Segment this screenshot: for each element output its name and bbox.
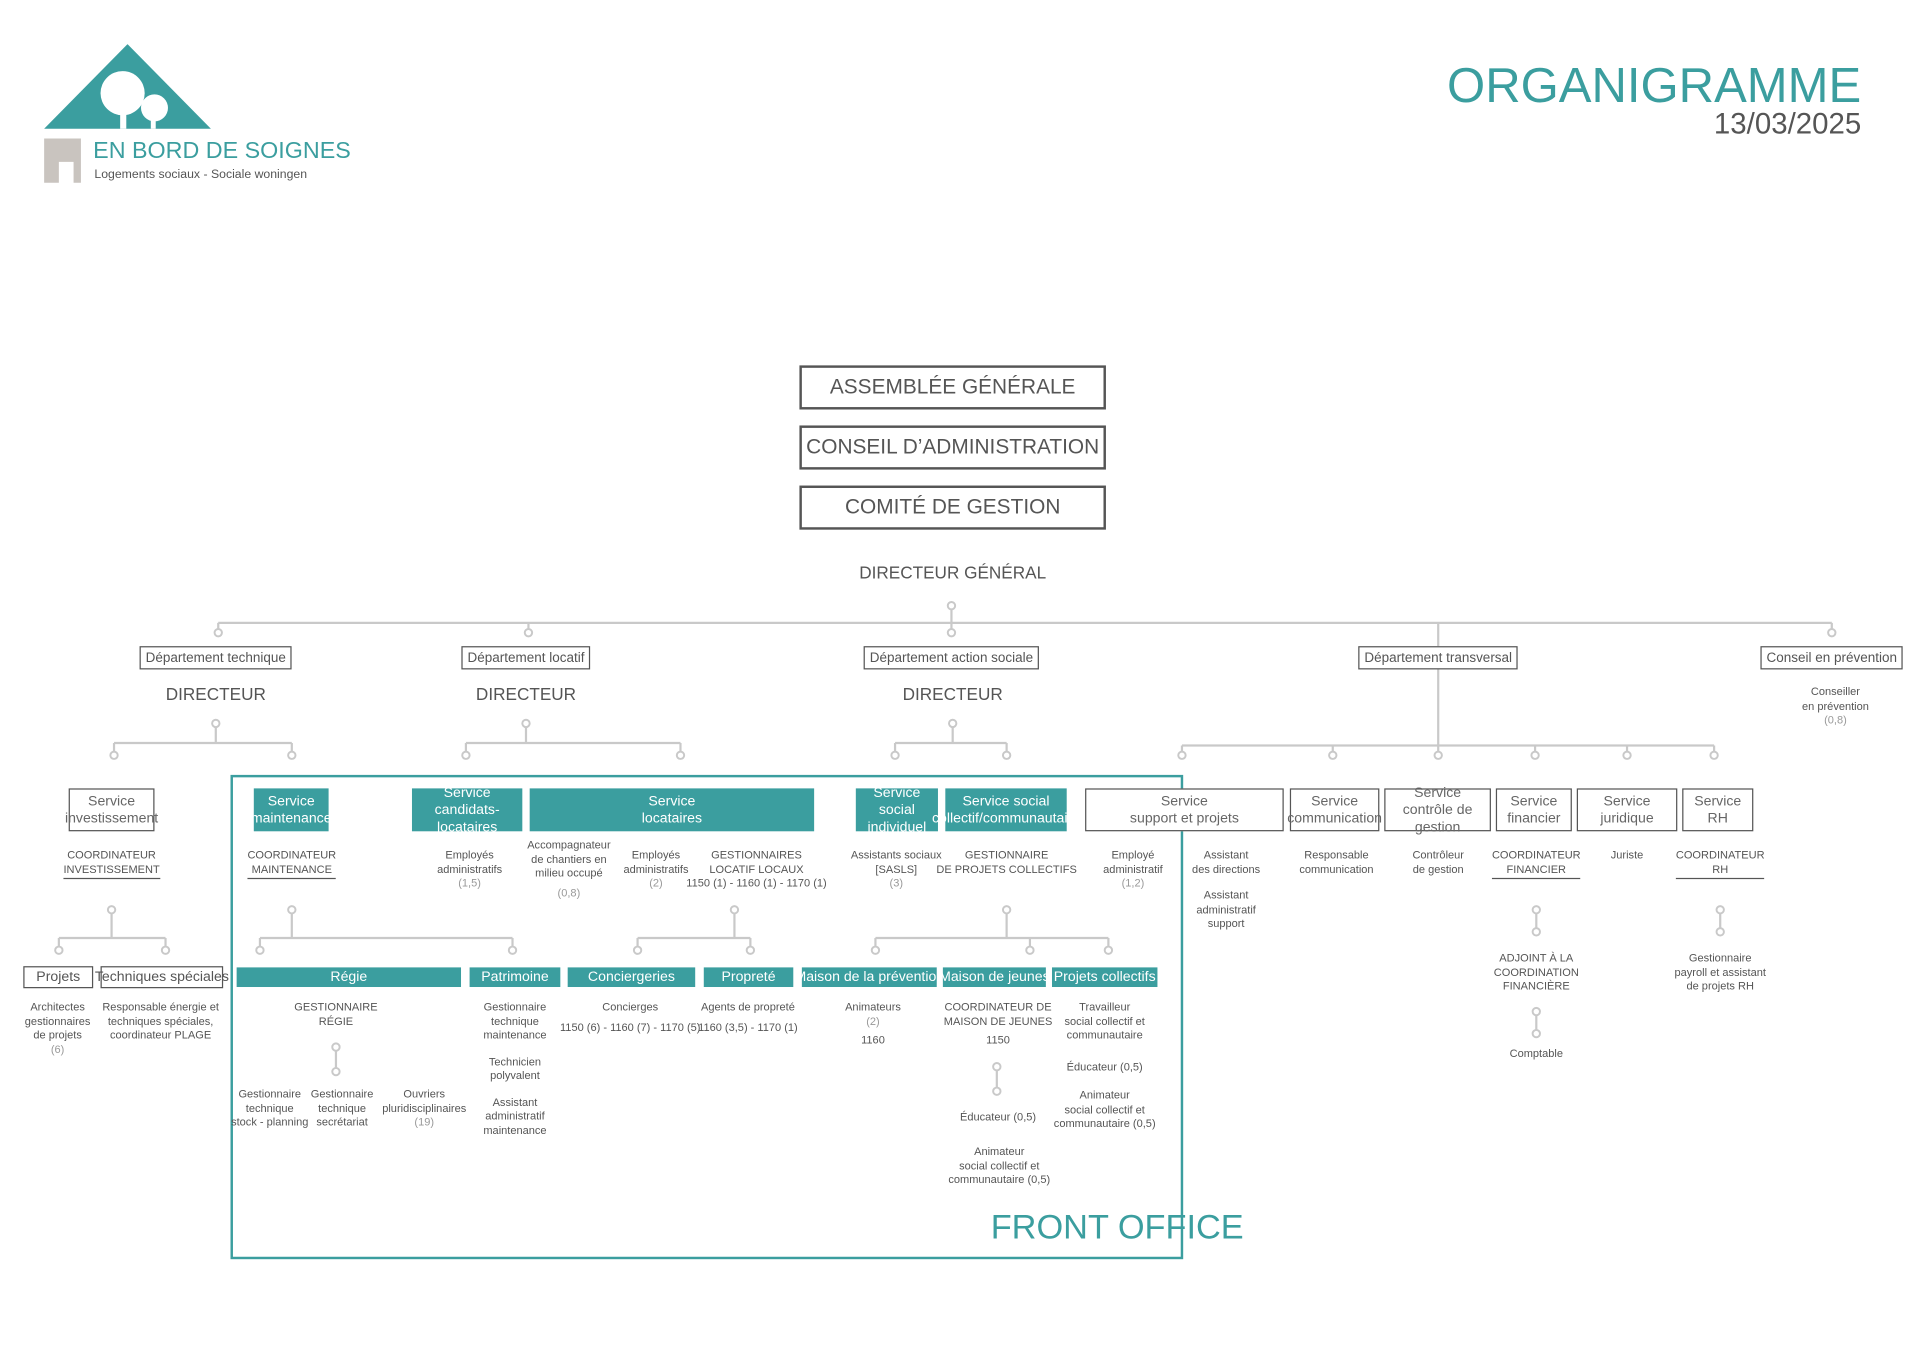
conciergeries-bar: Conciergeries (567, 967, 696, 988)
assistants-sociaux-text: Assistants sociaux[SASLS](3) (850, 848, 942, 889)
techniques-speciales-box: Techniques spéciales (95, 966, 229, 989)
maison-jeunes-bar: Maison de jeunes (939, 967, 1050, 988)
directeur-general-label: DIRECTEUR GÉNÉRAL (859, 562, 1047, 583)
dept-action-sociale-box: Département action sociale (863, 646, 1040, 670)
juriste-text: Juriste (1610, 848, 1644, 861)
proprete-bar: Propreté (703, 967, 794, 988)
conseil-administration-box: CONSEIL D’ADMINISTRATION (799, 425, 1106, 470)
page-title: ORGANIGRAMME (1447, 58, 1862, 113)
regie-bar: Régie (236, 967, 462, 988)
patrimoine-bar: Patrimoine (469, 967, 561, 988)
dept-transversal-box: Département transversal (1358, 646, 1519, 670)
educateur-mj-text: Éducateur (0,5) (960, 1110, 1037, 1124)
dept-locatif-box: Département locatif (461, 646, 591, 670)
comptable-text: Comptable (1509, 1047, 1563, 1060)
directeur-loc-label: DIRECTEUR (475, 684, 577, 704)
dept-technique-box: Département technique (139, 646, 293, 670)
projets-collectifs-bar: Projets collectifs (1051, 967, 1158, 988)
front-office-label: FRONT OFFICE (990, 1207, 1244, 1246)
brand-name: EN BORD DE SOIGNES (93, 138, 351, 165)
animateurs-text: Animateurs(2)1160 (845, 1000, 901, 1046)
comite-gestion-box: COMITÉ DE GESTION (799, 485, 1106, 530)
assemblee-generale-box: ASSEMBLÉE GÉNÉRALE (799, 365, 1106, 410)
directeur-tech-label: DIRECTEUR (165, 684, 266, 704)
maison-prevention-bar: Maison de la prévention (794, 967, 944, 988)
directeur-soc-label: DIRECTEUR (902, 684, 1003, 704)
page-date: 13/03/2025 (1713, 107, 1862, 142)
conseil-prevention-box: Conseil en prévention (1760, 646, 1904, 670)
projets-box: Projets (23, 966, 94, 989)
logo-house-trees-icon (44, 44, 211, 183)
brand-tagline: Logements sociaux - Sociale woningen (94, 167, 308, 182)
